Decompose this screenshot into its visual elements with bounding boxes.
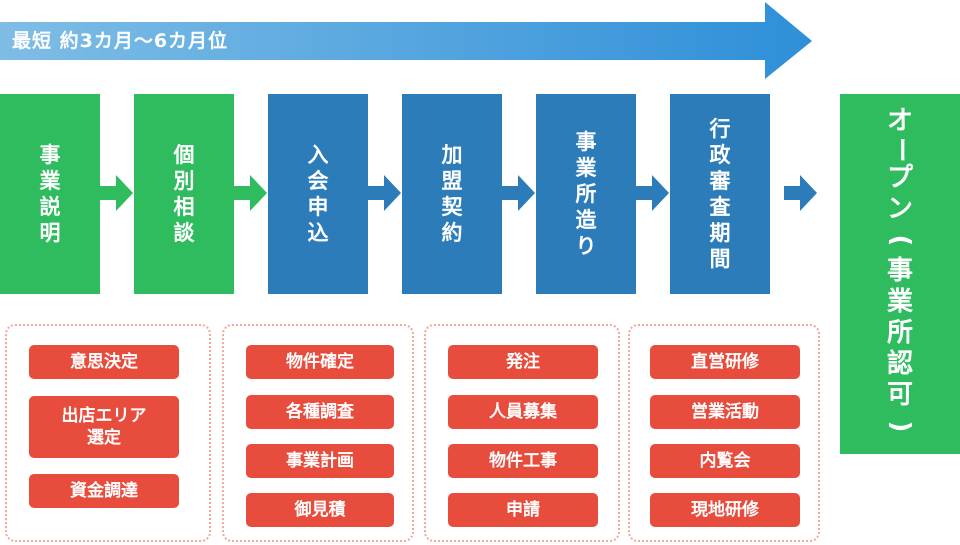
task-preview-event: 内覧会 bbox=[650, 444, 800, 478]
timeline-arrow-icon bbox=[0, 2, 812, 79]
final-char: 認 bbox=[886, 349, 913, 379]
task-area-selection: 出店エリア 選定 bbox=[29, 396, 179, 458]
step-arrow-icon bbox=[100, 175, 133, 211]
step-administrative-review: 行 政 審 査 期 間 bbox=[670, 94, 770, 294]
task-group-1: 意思決定 出店エリア 選定 資金調達 bbox=[5, 324, 211, 542]
final-char: ) bbox=[885, 420, 916, 433]
step-char: 期 bbox=[709, 221, 731, 245]
task-funding: 資金調達 bbox=[29, 474, 179, 508]
step-char: 会 bbox=[307, 169, 329, 193]
step-membership-application: 入 会 申 込 bbox=[268, 94, 368, 294]
task-surveys: 各種調査 bbox=[246, 395, 394, 429]
step-char: 相 bbox=[173, 195, 195, 219]
task-estimate: 御見積 bbox=[246, 493, 394, 527]
final-char: ー bbox=[885, 137, 916, 163]
step-char: 入 bbox=[307, 143, 329, 167]
step-char: 申 bbox=[307, 195, 329, 219]
task-onsite-training: 現地研修 bbox=[650, 493, 800, 527]
step-arrow-icon bbox=[636, 175, 669, 211]
timeline-banner: 最短 約3カ月〜6カ月位 bbox=[0, 0, 815, 80]
step-char: 個 bbox=[173, 143, 195, 167]
final-char: プ bbox=[886, 163, 913, 193]
step-char: 別 bbox=[173, 169, 195, 193]
step-arrow-icon bbox=[368, 175, 401, 211]
final-char: 所 bbox=[886, 318, 913, 348]
step-char: 所 bbox=[575, 182, 597, 206]
step-arrow-icon bbox=[784, 175, 817, 211]
step-char: 査 bbox=[709, 195, 731, 219]
step-char: 政 bbox=[709, 143, 731, 167]
step-char: 行 bbox=[709, 117, 731, 141]
step-franchise-contract: 加 盟 契 約 bbox=[402, 94, 502, 294]
step-char: 契 bbox=[441, 195, 463, 219]
step-char: 造 bbox=[575, 208, 597, 232]
step-char: 加 bbox=[441, 143, 463, 167]
step-char: 間 bbox=[709, 247, 731, 271]
step-char: 明 bbox=[39, 221, 61, 245]
task-decision: 意思決定 bbox=[29, 345, 179, 379]
step-business-briefing: 事 業 説 明 bbox=[0, 94, 100, 294]
final-char: 業 bbox=[886, 287, 913, 317]
final-char: オ bbox=[886, 106, 913, 136]
task-construction: 物件工事 bbox=[448, 444, 598, 478]
step-individual-consultation: 個 別 相 談 bbox=[134, 94, 234, 294]
final-char: 可 bbox=[886, 380, 913, 410]
task-sales-activity: 営業活動 bbox=[650, 395, 800, 429]
step-char: 込 bbox=[307, 221, 329, 245]
step-char: 談 bbox=[173, 221, 195, 245]
task-group-2: 物件確定 各種調査 事業計画 御見積 bbox=[222, 324, 414, 542]
task-direct-training: 直営研修 bbox=[650, 345, 800, 379]
step-arrow-icon bbox=[502, 175, 535, 211]
step-char: 審 bbox=[709, 169, 731, 193]
task-business-plan: 事業計画 bbox=[246, 444, 394, 478]
step-char: 事 bbox=[39, 143, 61, 167]
final-char: ン bbox=[886, 194, 913, 224]
step-arrow-icon bbox=[234, 175, 267, 211]
task-application: 申請 bbox=[448, 493, 598, 527]
task-group-4: 直営研修 営業活動 内覧会 現地研修 bbox=[628, 324, 820, 542]
step-char: 業 bbox=[575, 156, 597, 180]
step-char: 業 bbox=[39, 169, 61, 193]
step-office-building: 事 業 所 造 り bbox=[536, 94, 636, 294]
timeline-label: 最短 約3カ月〜6カ月位 bbox=[12, 30, 229, 52]
step-char: 説 bbox=[39, 195, 61, 219]
task-recruitment: 人員募集 bbox=[448, 395, 598, 429]
step-opening: オ ー プ ン ( 事 業 所 認 可 ) bbox=[840, 94, 960, 454]
step-char: 盟 bbox=[441, 169, 463, 193]
final-char: ( bbox=[885, 234, 916, 247]
task-property-confirmation: 物件確定 bbox=[246, 345, 394, 379]
task-ordering: 発注 bbox=[448, 345, 598, 379]
step-char: り bbox=[575, 234, 597, 258]
step-char: 事 bbox=[575, 130, 597, 154]
step-char: 約 bbox=[441, 221, 463, 245]
task-group-3: 発注 人員募集 物件工事 申請 bbox=[424, 324, 620, 542]
final-char: 事 bbox=[886, 256, 913, 286]
